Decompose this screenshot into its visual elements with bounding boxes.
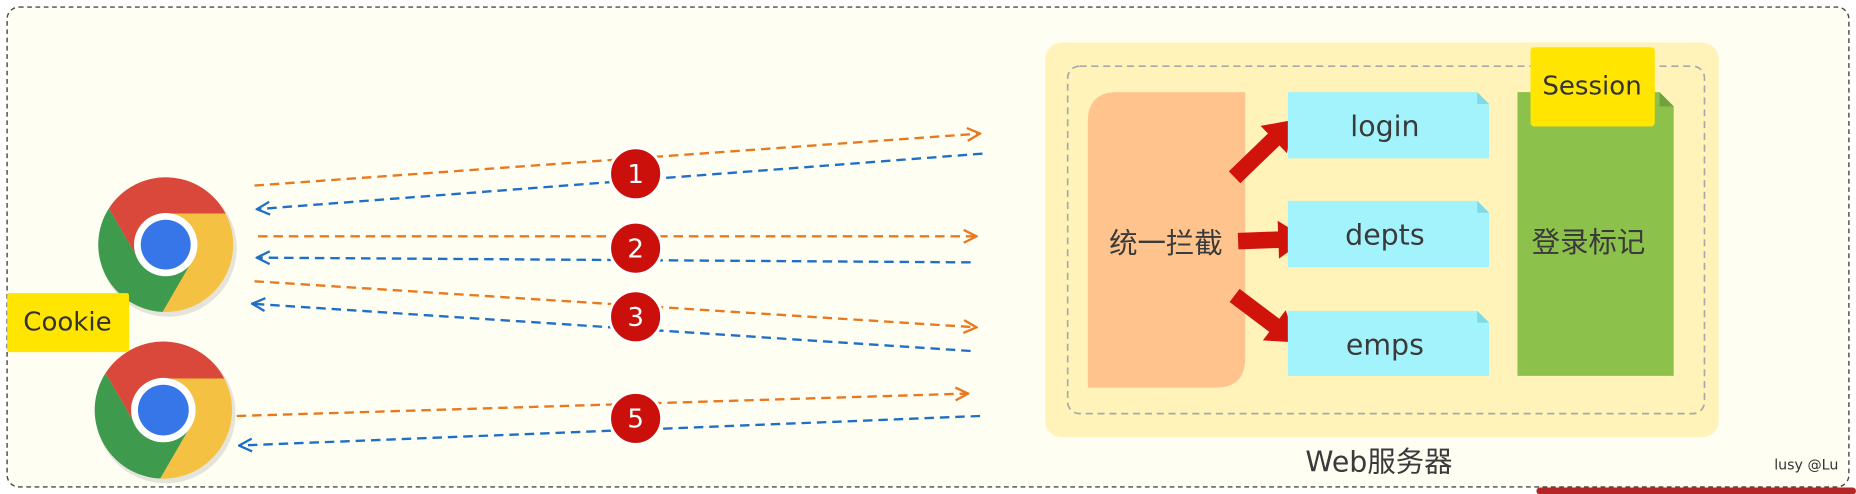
session-tag-box [1530, 47, 1655, 127]
watermark: lusy @Lu [1774, 458, 1838, 474]
session-tag-label: Session [1542, 71, 1641, 101]
endpoint-emps: emps [1287, 310, 1490, 376]
step-badge-circle [608, 220, 664, 276]
interceptor-block: 统一拦截 [1087, 92, 1246, 388]
endpoint-box [1287, 92, 1490, 159]
endpoint-label: login [1350, 110, 1419, 143]
chrome-icon [98, 177, 237, 317]
bottom-edge-bar [1536, 487, 1856, 494]
endpoint-box [1287, 310, 1490, 376]
web-server: 统一拦截 login depts emps 登录标记 Session [1045, 42, 1719, 479]
step-badge-circle [608, 390, 664, 446]
cookie-tag-label: Cookie [23, 308, 111, 338]
endpoint-depts: depts [1287, 200, 1490, 268]
interceptor-label: 统一拦截 [1109, 227, 1223, 260]
endpoint-login: login [1287, 92, 1490, 159]
chrome-icon [94, 341, 236, 484]
session-store-box [1517, 92, 1674, 376]
server-title: Web服务器 [1305, 446, 1452, 479]
session-store: 登录标记 [1517, 92, 1674, 376]
session-content-label: 登录标记 [1532, 226, 1646, 259]
interceptor-box [1087, 92, 1246, 388]
step-number: 3 [627, 303, 644, 333]
session-store-fold [1659, 92, 1674, 107]
route-arrow [1229, 288, 1297, 343]
request-arrow [254, 134, 980, 187]
step-badge: 1 [608, 146, 664, 202]
step-number: 2 [627, 234, 644, 264]
server-inner-boundary [1066, 65, 1706, 415]
endpoint-fold [1477, 200, 1490, 213]
session-tag: Session [1530, 47, 1655, 127]
step-number: 5 [627, 405, 644, 435]
step-badge-circle [608, 289, 664, 345]
endpoint-fold [1477, 92, 1490, 104]
endpoint-label: emps [1346, 329, 1424, 362]
endpoint-box [1287, 200, 1490, 268]
step-badge: 3 [608, 289, 664, 345]
route-arrow [1228, 119, 1295, 184]
step-badge: 2 [608, 220, 664, 276]
endpoint-label: depts [1345, 219, 1424, 252]
cookie-tag-box [7, 293, 130, 353]
step-number: 1 [627, 160, 644, 190]
response-arrow [257, 152, 983, 210]
step-badge-circle [608, 146, 664, 202]
cookie-tag: Cookie [7, 293, 130, 353]
step-badge: 5 [608, 390, 664, 446]
response-arrow [239, 414, 981, 446]
